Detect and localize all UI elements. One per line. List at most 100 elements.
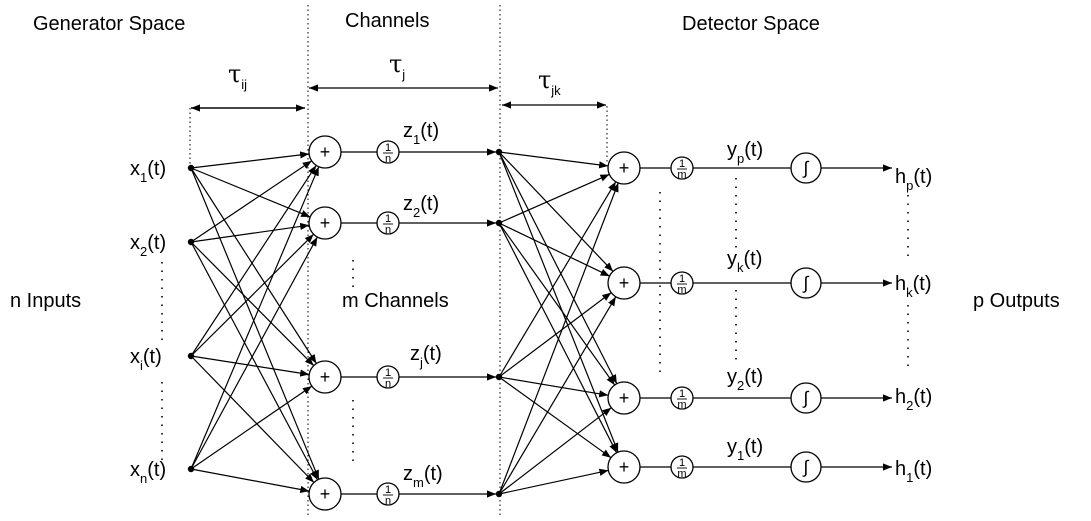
m-channels-label: m Channels [342, 290, 449, 312]
channels-section-label: Channels [345, 10, 430, 32]
detector-gain-node-0: 1m [670, 156, 694, 181]
tau-j-label: τj [389, 50, 405, 82]
sum-circle [607, 266, 641, 300]
detector-label-yk: yk(t) [727, 248, 762, 275]
gain-denominator: n [385, 153, 391, 165]
wire-input-1-to-channel-2 [190, 241, 315, 367]
p-outputs-label: p Outputs [973, 290, 1060, 312]
gain-denominator: m [677, 169, 686, 181]
plus-icon: + [320, 142, 331, 162]
channel-label-z2: z2(t) [403, 193, 439, 220]
channel-gain-node-2: 1n [376, 365, 400, 390]
detector-gain-node-1: 1m [670, 271, 694, 296]
gain-circle [376, 365, 400, 389]
output-label-hp: hp(t) [895, 166, 932, 193]
sum-circle [308, 206, 342, 240]
input-label-x2: x2(t) [130, 232, 166, 259]
wire-input-3-to-channel-1 [190, 236, 318, 470]
integrator-circle [790, 382, 822, 414]
wire-channel-0-to-detector-0 [498, 151, 609, 169]
wire-channel-0-to-detector-3 [498, 151, 619, 453]
gain-circle [376, 482, 400, 506]
wire-input-3-to-channel-3 [190, 468, 310, 493]
channel-junction-0 [495, 148, 503, 156]
wire-input-2-to-channel-0 [190, 165, 317, 357]
wire-channel-1-to-detector-0 [498, 173, 610, 224]
plus-icon: + [320, 213, 331, 233]
gain-denominator: m [677, 468, 686, 480]
gain-denominator: n [385, 495, 391, 507]
plus-icon: + [619, 158, 630, 178]
plus-icon: + [320, 484, 331, 504]
wire-input-3-to-channel-2 [190, 385, 313, 470]
channel-junction-2 [495, 373, 503, 381]
channel-junction-1 [495, 219, 503, 227]
gain-denominator: n [385, 224, 391, 236]
gain-numerator: 1 [679, 388, 685, 400]
detector-sum-node-1: + [607, 266, 641, 300]
plus-icon: + [619, 388, 630, 408]
integrator-circle [790, 152, 822, 184]
wire-input-0-to-channel-1 [190, 167, 311, 218]
sum-circle [607, 450, 641, 484]
wire-channel-3-to-detector-2 [498, 407, 612, 495]
wire-channel-2-to-detector-3 [498, 376, 612, 459]
wire-input-1-to-channel-1 [190, 222, 310, 243]
wire-channel-2-to-detector-2 [498, 376, 609, 398]
gain-numerator: 1 [679, 158, 685, 170]
gain-circle [670, 271, 694, 295]
wire-channel-0-to-detector-1 [498, 151, 614, 272]
sum-circle [308, 360, 342, 394]
plus-icon: + [619, 273, 630, 293]
channel-gain-node-0: 1n [376, 140, 400, 165]
gain-numerator: 1 [385, 213, 391, 225]
gain-circle [670, 455, 694, 479]
wire-input-0-to-channel-3 [190, 167, 320, 480]
tau-ij-label: τij [228, 60, 247, 92]
channel-gain-node-1: 1n [376, 211, 400, 236]
input-label-xn: xn(t) [130, 459, 166, 486]
input-label-x1: x1(t) [130, 158, 166, 185]
plus-icon: + [619, 457, 630, 477]
detector-label-yp: yp(t) [727, 139, 763, 166]
wire-channel-1-to-detector-3 [498, 222, 618, 454]
integral-icon: ∫ [802, 273, 810, 293]
channel-label-zm: zm(t) [403, 463, 443, 490]
connection-wires [190, 148, 892, 498]
gain-circle [376, 211, 400, 235]
channel-sum-node-3: + [308, 477, 342, 511]
input-node-1 [187, 238, 195, 246]
wire-channel-0-to-detector-2 [498, 151, 618, 384]
node-blocks: +1n+1n+1n+1n+1m∫+1m∫+1m∫+1m∫ [187, 135, 822, 511]
gain-circle [376, 140, 400, 164]
wire-channel-1-to-detector-2 [498, 222, 616, 386]
wire-channel-3-to-detector-3 [498, 468, 609, 495]
channel-sum-node-0: + [308, 135, 342, 169]
detector-integrator-node-2: ∫ [790, 382, 822, 414]
wire-input-0-to-channel-0 [190, 151, 310, 169]
wire-input-3-to-channel-0 [190, 166, 320, 470]
wire-input-1-to-channel-0 [190, 160, 313, 243]
detector-sum-node-3: + [607, 450, 641, 484]
gain-circle [670, 386, 694, 410]
detector-gain-node-3: 1m [670, 455, 694, 480]
detector-sum-node-2: + [607, 381, 641, 415]
plus-icon: + [320, 367, 331, 387]
sum-circle [308, 477, 342, 511]
channel-label-zj: zj(t) [410, 343, 442, 370]
output-label-hk: hk(t) [895, 273, 932, 300]
tau-jk-label: τjk [538, 66, 561, 98]
gain-numerator: 1 [385, 142, 391, 154]
output-label-h1: h1(t) [895, 458, 932, 485]
sum-circle [607, 151, 641, 185]
gain-numerator: 1 [385, 484, 391, 496]
gain-numerator: 1 [679, 457, 685, 469]
detector-label-y1: y1(t) [727, 436, 763, 463]
wire-input-0-to-channel-2 [190, 167, 317, 364]
input-label-xi: xi(t) [130, 346, 162, 373]
input-node-2 [187, 352, 195, 360]
channel-label-z1: z1(t) [403, 120, 439, 147]
detector-integrator-node-1: ∫ [790, 267, 822, 299]
gain-numerator: 1 [679, 273, 685, 285]
